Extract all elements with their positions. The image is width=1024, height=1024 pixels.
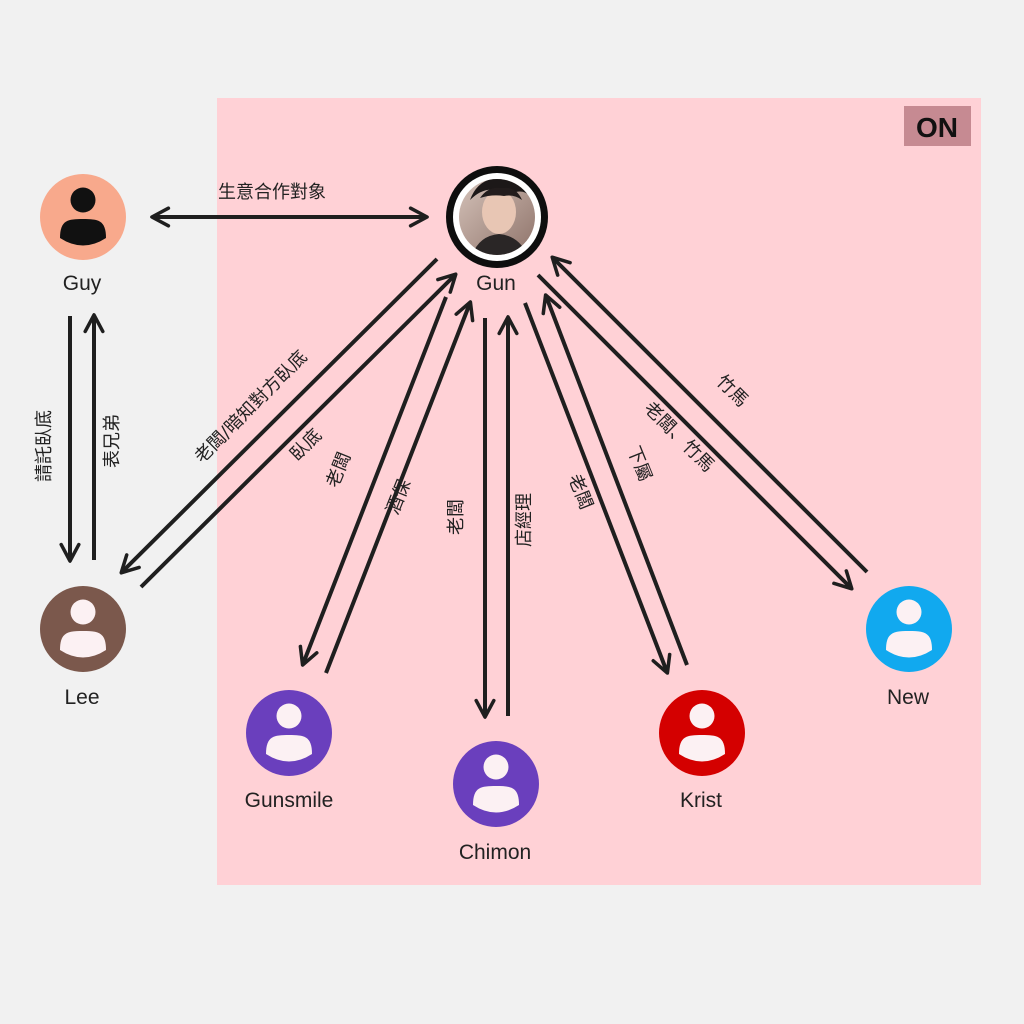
person-icon: [886, 599, 932, 658]
node-chimon[interactable]: Chimon: [453, 741, 539, 864]
person-icon: [60, 599, 106, 658]
badge-text: ON: [916, 112, 958, 143]
node-gun[interactable]: Gun: [446, 166, 548, 295]
arrow-gunsmile-gun: [324, 300, 475, 674]
person-icon: [266, 703, 312, 762]
node-lee[interactable]: Lee: [40, 586, 126, 709]
node-krist[interactable]: Krist: [659, 690, 745, 812]
arrow-gun-new: [536, 273, 854, 591]
status-badge: ON: [904, 106, 971, 146]
arrow-gun-krist: [523, 302, 672, 675]
arrow-krist-gun: [541, 293, 689, 666]
edge-label-gun-chimon: 老闆: [446, 499, 467, 535]
node-label-gun: Gun: [476, 272, 516, 295]
node-label-guy: Guy: [63, 272, 102, 295]
edge-label-guy-lee: 請託臥底: [34, 410, 55, 482]
node-new[interactable]: New: [866, 586, 952, 709]
node-label-new: New: [887, 686, 930, 709]
node-guy[interactable]: Guy: [40, 174, 126, 295]
arrow-lee-gun: [139, 272, 458, 589]
edge-label-chimon-gun: 店經理: [514, 493, 535, 547]
node-gunsmile[interactable]: Gunsmile: [245, 690, 334, 812]
edge-label-guy-gun: 生意合作對象: [218, 182, 326, 203]
person-icon: [60, 187, 106, 246]
person-icon: [473, 754, 519, 813]
arrow-new-gun: [550, 255, 869, 574]
node-label-chimon: Chimon: [459, 841, 531, 864]
arrows: [59, 206, 869, 719]
person-icon: [679, 703, 725, 762]
node-label-gunsmile: Gunsmile: [245, 789, 334, 812]
node-label-krist: Krist: [680, 789, 722, 812]
node-label-lee: Lee: [64, 686, 99, 709]
edge-label-lee-guy: 表兄弟: [102, 414, 123, 468]
profile-photo: [459, 179, 535, 255]
arrow-gun-lee: [119, 257, 439, 575]
arrow-gun-gunsmile: [298, 296, 448, 667]
